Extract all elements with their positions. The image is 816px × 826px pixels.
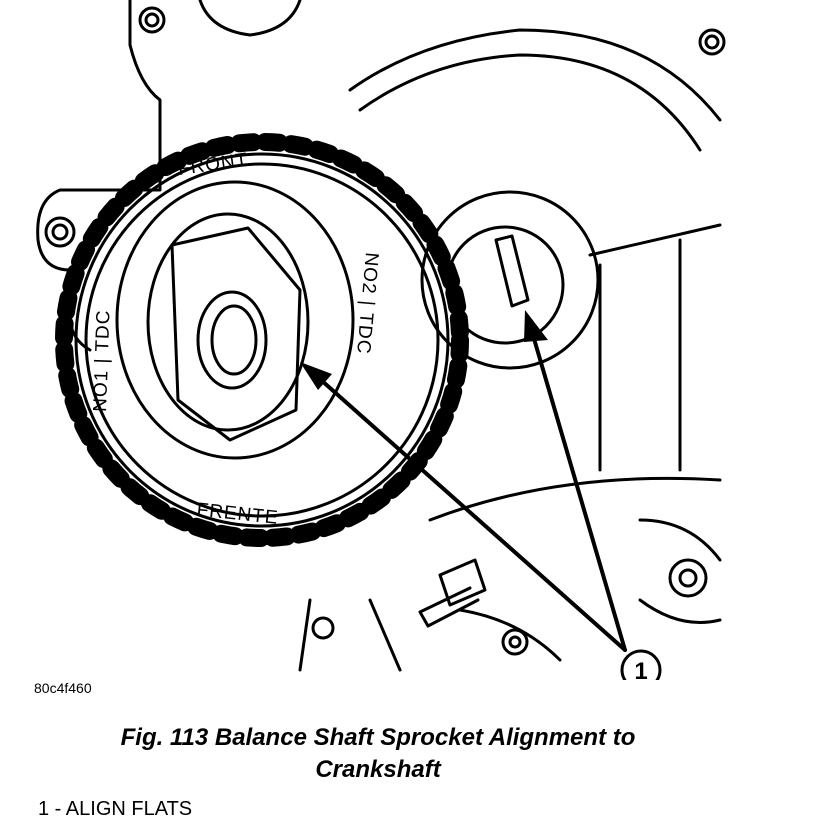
leader-line: [310, 370, 627, 652]
engine-block-outline: [458, 608, 562, 662]
bolt-boss: [508, 635, 522, 649]
stud-bolt: [418, 586, 480, 628]
callout-number: 1: [634, 658, 647, 680]
crankshaft-sprocket-ring: [146, 212, 310, 432]
engine-block-outline: [588, 223, 722, 257]
bolt-boss: [138, 6, 166, 34]
crankshaft-sprocket-ring: [115, 180, 355, 460]
arrow-head: [524, 310, 548, 342]
engine-block-outline: [298, 598, 312, 672]
arrow-head: [300, 362, 332, 390]
bolt-boss: [311, 616, 335, 640]
bolt-boss: [501, 628, 529, 656]
bolt-boss: [144, 12, 160, 28]
crankshaft-bore: [196, 290, 268, 390]
engine-block-outline: [198, 0, 302, 37]
balance-shaft-sprocket: [420, 190, 600, 370]
engine-block-outline: [638, 598, 722, 624]
bolt-boss: [51, 223, 69, 241]
bolt-boss: [704, 34, 720, 50]
bolt-boss: [668, 558, 708, 598]
legend-item: 1 - ALIGN FLATS: [38, 798, 193, 820]
crankshaft-hex: [170, 226, 302, 442]
engine-block-outline: [368, 598, 402, 672]
label-no1-tdc: NO1 | TDC: [90, 309, 115, 412]
crankshaft-sprocket-teeth: [55, 133, 469, 547]
crankshaft-bore: [210, 304, 258, 376]
bolt-boss: [698, 28, 726, 56]
engine-block-outline: [348, 28, 722, 122]
bolt-boss: [44, 216, 76, 248]
balance-shaft-flat: [494, 234, 530, 308]
label-no2-tdc: NO2 | TDC: [352, 252, 382, 356]
figure-caption: Fig. 113 Balance Shaft Sprocket Alignmen…: [0, 722, 756, 786]
engine-block-outline: [638, 518, 722, 562]
leader-line: [528, 323, 627, 652]
caption-line-2: Crankshaft: [315, 756, 441, 783]
stud-bolt: [438, 558, 487, 607]
bolt-boss: [678, 568, 698, 588]
caption-line-1: Fig. 113 Balance Shaft Sprocket Alignmen…: [120, 724, 636, 751]
callout-circle: [620, 649, 662, 680]
crankshaft-sprocket-rim: [74, 152, 450, 528]
image-code: 80c4f460: [34, 680, 92, 696]
crankshaft-sprocket-face: [84, 162, 440, 518]
engine-block-outline: [358, 53, 702, 152]
sprocket-illustration: 1 FRONT FRENTE NO1 | TDC NO2 | TDC: [36, 0, 726, 680]
